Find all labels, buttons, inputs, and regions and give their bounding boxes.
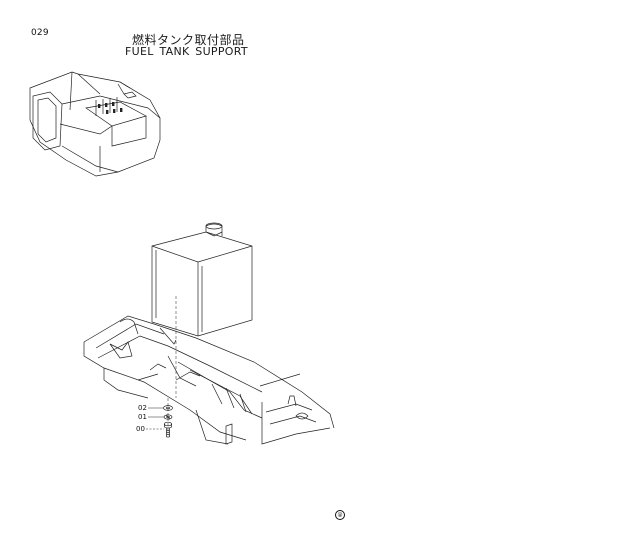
fuel-tank: [152, 223, 252, 344]
tank-mounting-frame: [84, 316, 334, 444]
alignment-line: [168, 296, 176, 430]
page-number: 029: [31, 28, 49, 38]
callout-label-00: 00: [136, 425, 145, 433]
part-01-lock-washer: [164, 415, 172, 419]
leader-lines: [146, 408, 164, 429]
page-title-japanese: 燃料タンク取付部品: [132, 33, 245, 47]
callout-label-01: 01: [138, 413, 147, 421]
page-mark: @: [335, 510, 345, 520]
part-02-washer: [164, 406, 173, 411]
hardware-parts: [164, 406, 173, 437]
locator-view: [30, 72, 160, 176]
locator-highlight-marks: [98, 102, 123, 114]
part-00-bolt: [164, 422, 171, 437]
callout-label-02: 02: [138, 404, 147, 412]
page-title-english: FUEL TANK SUPPORT: [125, 45, 248, 58]
